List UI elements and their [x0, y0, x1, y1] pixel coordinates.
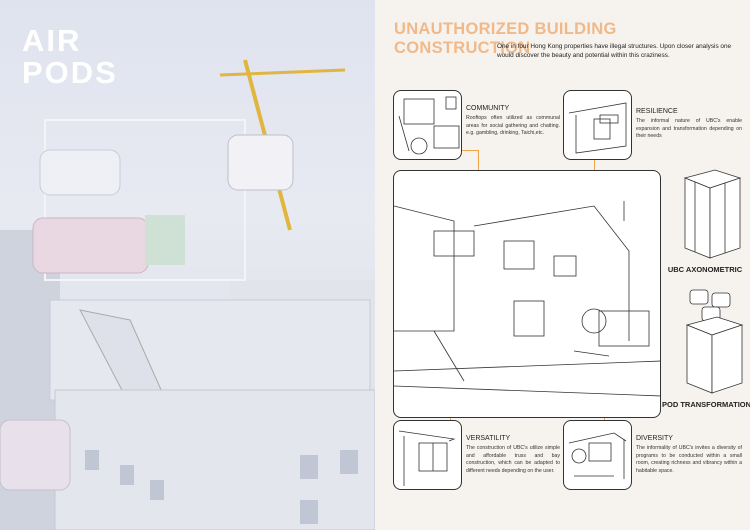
- page-subtitle: One in four Hong Kong properties have il…: [497, 43, 732, 59]
- title-pods: PODS: [22, 55, 118, 90]
- pod-transformation-label: POD TRANSFORMATION: [662, 400, 750, 409]
- community-heading: COMMUNITY: [466, 105, 510, 112]
- community-sketch: [393, 90, 462, 160]
- resilience-heading: RESILIENCE: [636, 108, 678, 115]
- ubc-axonometric-drawing: [680, 168, 744, 260]
- community-text: Rooftops often utilized as communal area…: [466, 115, 560, 136]
- page-title: UNAUTHORIZED BUILDING CONSTRUCTION: [394, 20, 617, 57]
- diversity-sketch: [563, 420, 632, 490]
- connector-community-h: [455, 150, 479, 151]
- title-air: AIR: [22, 23, 82, 58]
- versatility-sketch: [393, 420, 462, 490]
- air-pods-rendering: AIR PODS: [0, 0, 375, 530]
- ubc-axonometric-label: UBC AXONOMETRIC: [667, 265, 743, 274]
- versatility-text: The construction of UBC's utilize simple…: [466, 445, 560, 474]
- diversity-heading: DIVERSITY: [636, 435, 673, 442]
- pod-transformation-drawing: [682, 285, 746, 395]
- diversity-text: The informality of UBC's invites a diver…: [636, 445, 742, 474]
- main-street-sketch: [393, 170, 661, 418]
- versatility-heading: VERSATILITY: [466, 435, 511, 442]
- building-rendering-image: [0, 59, 375, 530]
- resilience-text: The informal nature of UBC's enable expa…: [636, 118, 742, 139]
- resilience-sketch: [563, 90, 632, 160]
